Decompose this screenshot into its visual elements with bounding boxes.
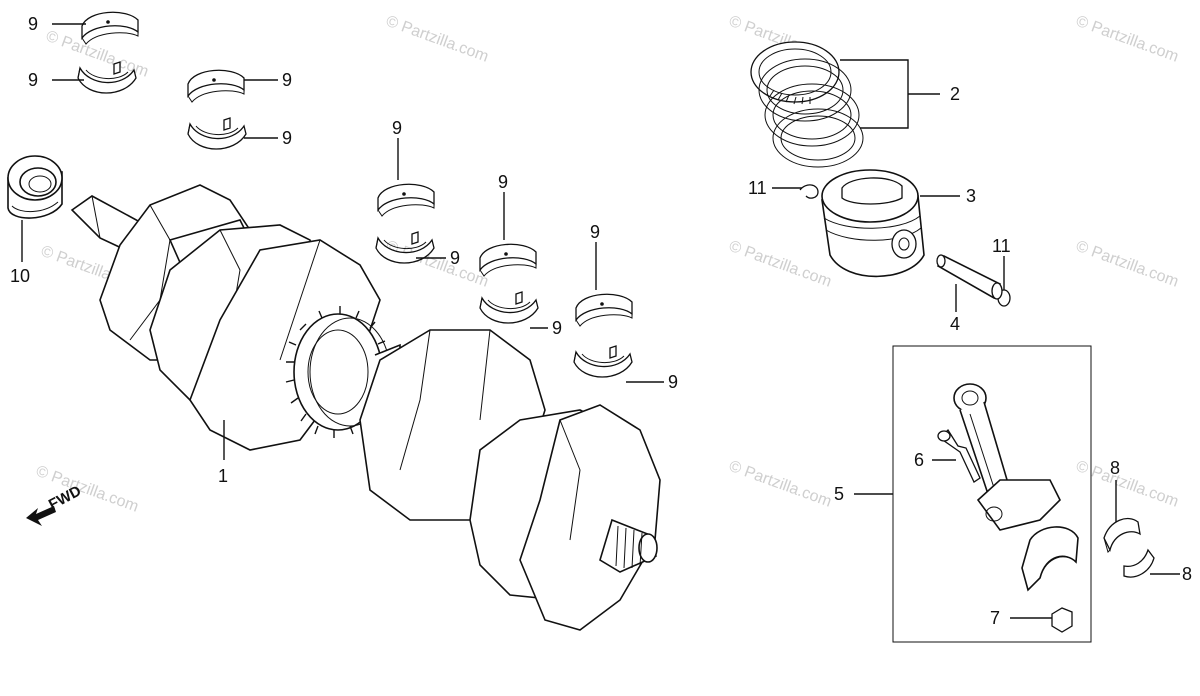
- watermark: © Partzilla.com: [727, 238, 834, 291]
- callout-3: 3: [966, 186, 976, 206]
- watermark: © Partzilla.com: [384, 238, 491, 291]
- watermark: © Partzilla.com: [1074, 13, 1181, 66]
- callout-9: 9: [282, 128, 292, 148]
- main-bearing: [479, 243, 537, 277]
- callout-9: 9: [590, 222, 600, 242]
- piston-ring-set: [750, 41, 864, 168]
- callout-8: 8: [1182, 564, 1192, 584]
- callout-9: 9: [282, 70, 292, 90]
- piston: [821, 169, 925, 278]
- watermark: © Partzilla.com: [1074, 238, 1181, 291]
- rod-bearing: [1103, 517, 1141, 553]
- callout-9: 9: [450, 248, 460, 268]
- watermark: © Partzilla.com: [727, 458, 834, 511]
- leader-lines: [21, 23, 1180, 619]
- callout-6: 6: [914, 450, 924, 470]
- forward-direction-indicator: FWD: [26, 482, 84, 526]
- oil-seal: [7, 155, 63, 219]
- crankshaft: [70, 184, 661, 631]
- piston-pin-clip: [799, 184, 819, 199]
- main-bearing: [81, 11, 139, 45]
- watermark: © Partzilla.com: [384, 13, 491, 66]
- callout-9: 9: [498, 172, 508, 192]
- callout-2: 2: [950, 84, 960, 104]
- main-bearing: [377, 183, 435, 217]
- rod-bolt: [937, 428, 981, 483]
- callout-10: 10: [10, 266, 30, 286]
- callout-labels: 9 9 9 9 9 9 9 9 9 9 10 1 2 3 11 11 4 5 6…: [10, 14, 1192, 628]
- rod-bearing: [1123, 548, 1155, 578]
- callout-1: 1: [218, 466, 228, 486]
- main-bearing: [573, 345, 633, 378]
- main-bearing: [575, 293, 633, 327]
- callout-4: 4: [950, 314, 960, 334]
- connecting-rod-assembly: [892, 345, 1092, 643]
- callout-5: 5: [834, 484, 844, 504]
- piston-pin: [936, 254, 1003, 300]
- callout-7: 7: [990, 608, 1000, 628]
- callout-11: 11: [992, 236, 1011, 256]
- callout-9: 9: [28, 70, 38, 90]
- callout-9: 9: [668, 372, 678, 392]
- callout-9: 9: [392, 118, 402, 138]
- callout-8: 8: [1110, 458, 1120, 478]
- main-bearing: [479, 291, 539, 324]
- callout-9: 9: [28, 14, 38, 34]
- rod-nut: [1051, 607, 1073, 633]
- watermark: © Partzilla.com: [1074, 458, 1181, 511]
- callout-9: 9: [552, 318, 562, 338]
- main-bearing: [187, 69, 245, 103]
- callout-11: 11: [748, 178, 767, 198]
- rod-cap: [1021, 526, 1079, 592]
- main-bearing: [187, 117, 247, 150]
